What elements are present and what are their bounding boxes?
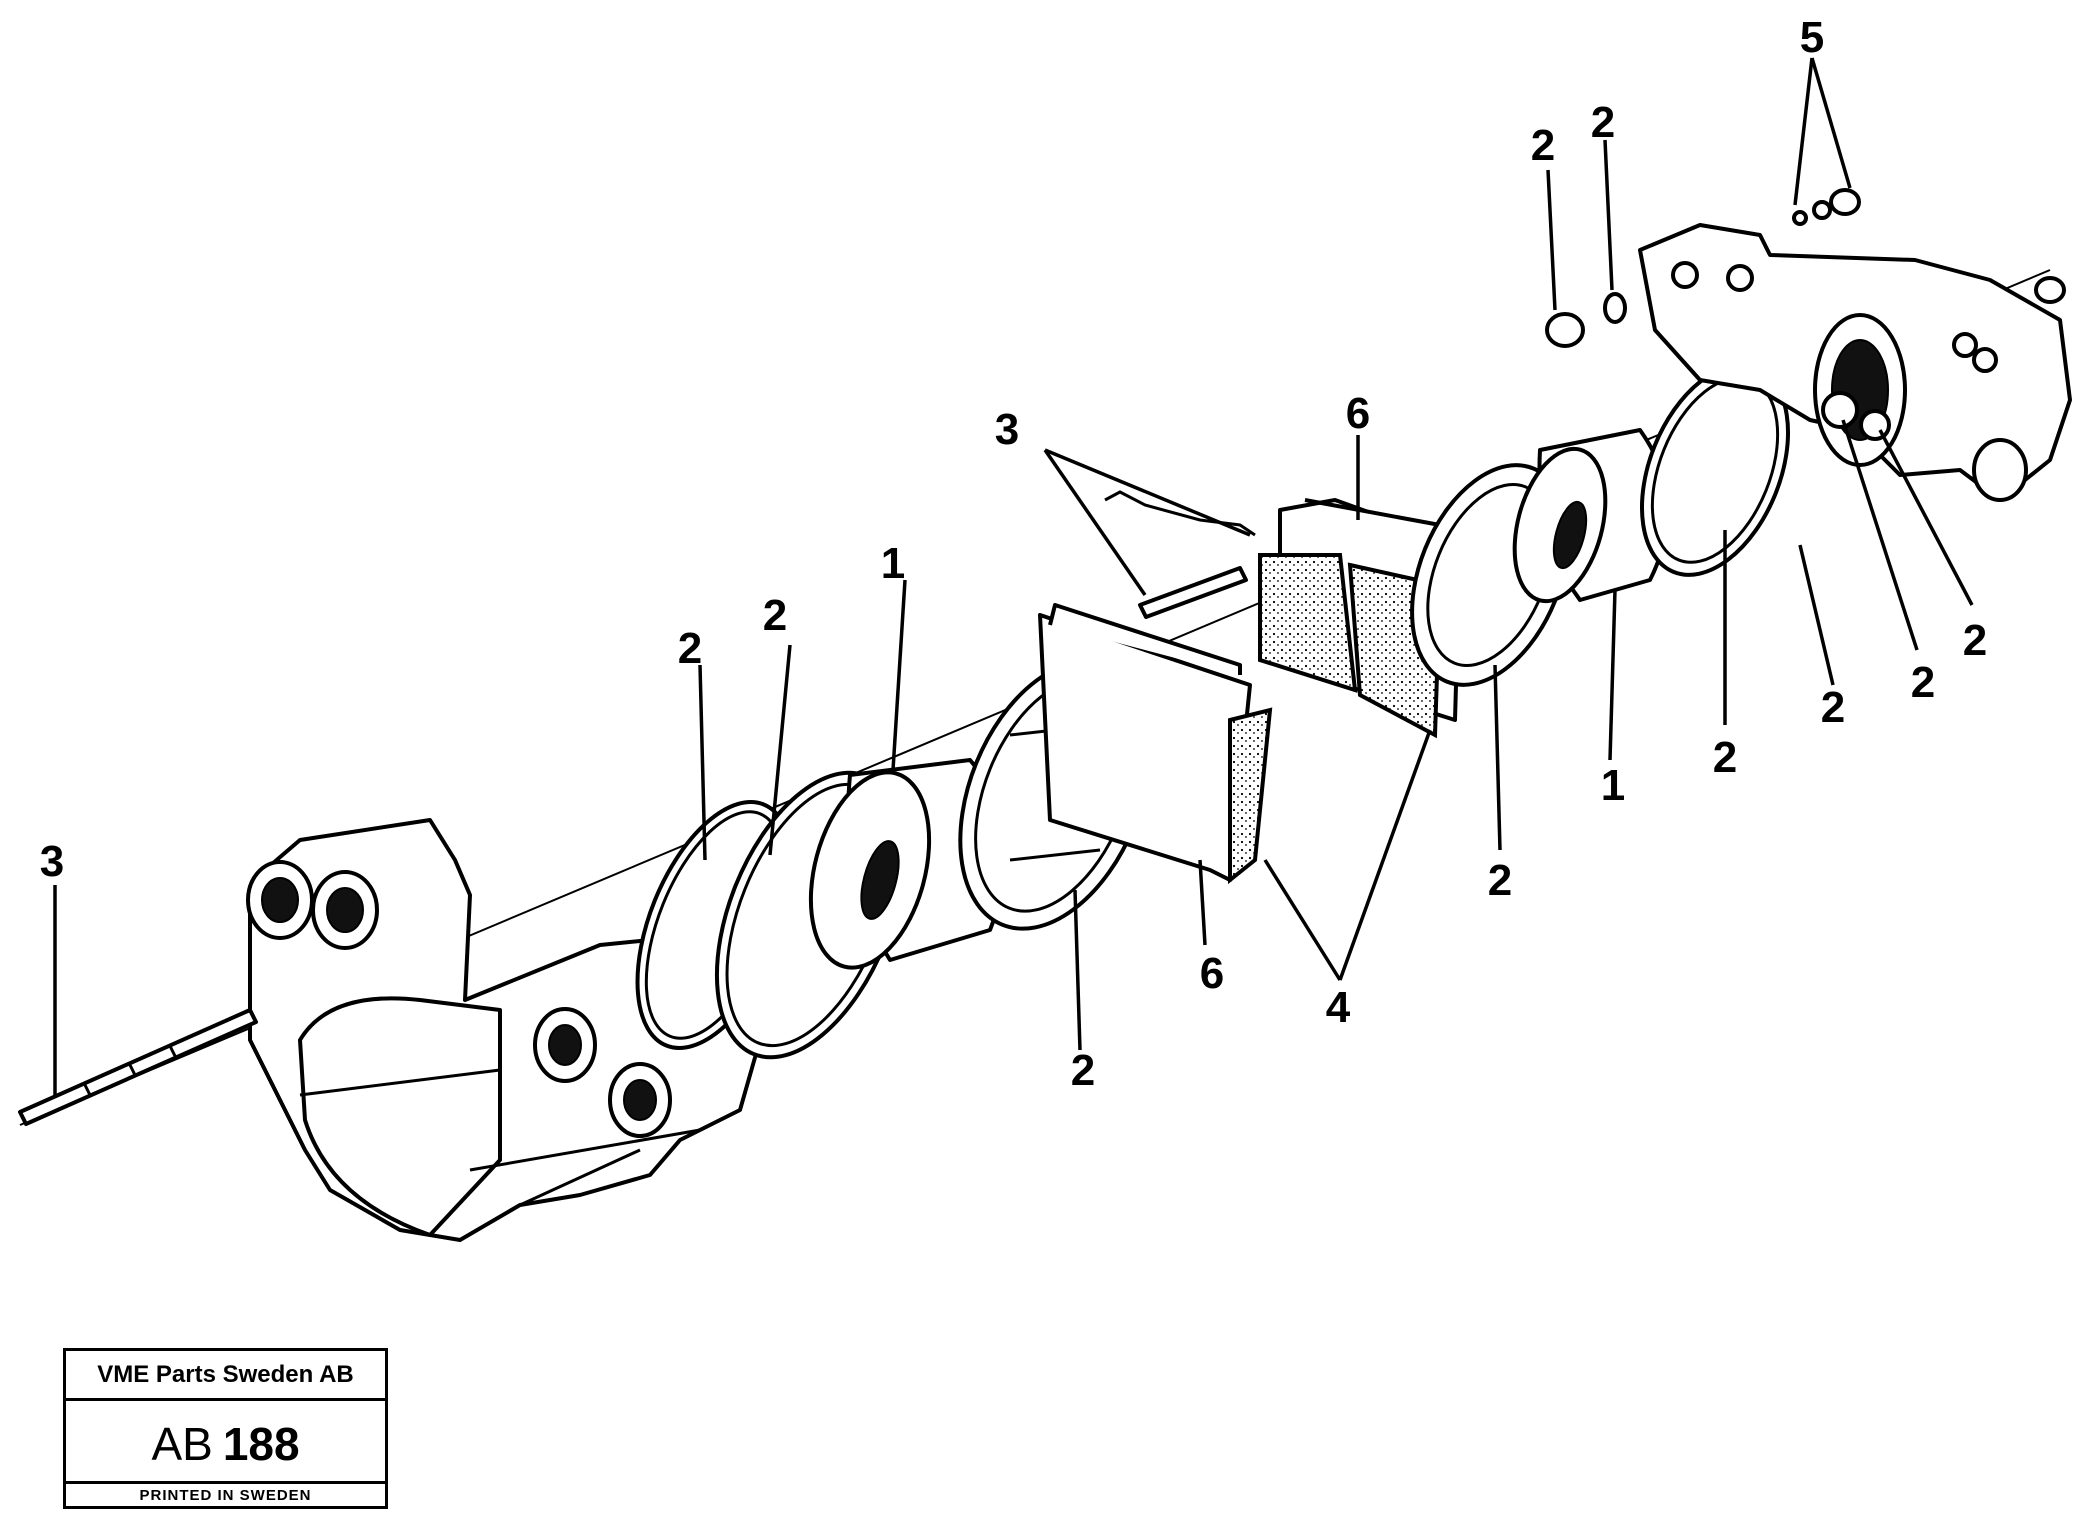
printed-note: PRINTED IN SWEDEN [66,1481,385,1506]
caliper-housing-right [1638,223,2072,502]
callout-2-e: 2 [1713,733,1737,782]
callout-6-top: 6 [1346,389,1370,438]
callout-3-left: 3 [40,837,64,886]
callout-labels: 1 1 2 2 2 2 2 2 2 2 2 2 3 3 4 5 6 6 [40,13,1987,1095]
callout-1-left: 1 [881,539,905,588]
caliper-housing-left [246,818,762,1242]
callout-2-c: 2 [1071,1046,1095,1095]
brake-pad-left [1038,603,1273,885]
callout-2-f: 2 [1821,683,1845,732]
callout-2-j: 2 [1591,98,1615,147]
guide-pin-left [18,1008,258,1126]
callout-3-top: 3 [995,405,1019,454]
callout-6-bottom: 6 [1200,949,1224,998]
callout-2-b: 2 [763,591,787,640]
bleeder-nipple [1792,188,2066,304]
callout-2-g: 2 [1911,658,1935,707]
callout-2-i: 2 [1531,121,1555,170]
retaining-spring [1104,490,1256,619]
piston-right [1512,428,1670,604]
company-name: VME Parts Sweden AB [66,1351,385,1401]
bush-and-seal-right [1545,292,1627,348]
leader-lines [53,57,1974,1098]
callout-2-h: 2 [1963,616,1987,665]
callout-2-a: 2 [678,624,702,673]
piston-left [808,758,1008,970]
callout-4: 4 [1326,983,1351,1032]
drawing-code: AB 188 [66,1401,385,1487]
callout-2-d: 2 [1488,856,1512,905]
callout-5: 5 [1800,13,1824,62]
drawing-code-prefix: AB [151,1418,213,1470]
drawing-code-number: 188 [222,1418,300,1470]
title-block: VME Parts Sweden AB AB 188 PRINTED IN SW… [63,1348,388,1509]
callout-1-right: 1 [1601,761,1625,810]
